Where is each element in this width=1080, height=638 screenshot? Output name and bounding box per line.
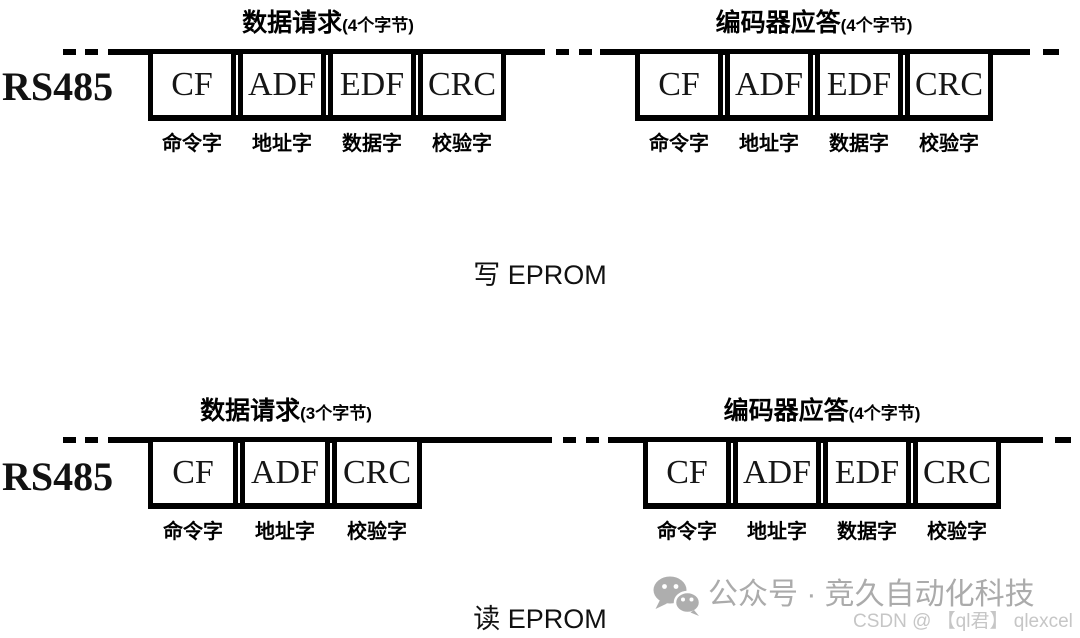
byte-cell-code: EDF bbox=[826, 66, 892, 103]
response-title-bytes: (4个字节) bbox=[848, 404, 921, 423]
response-field-labels: 命令字 地址字 数据字 校验字 bbox=[643, 515, 1001, 544]
request-title-bytes: (4个字节) bbox=[342, 16, 414, 35]
field-label: 命令字 bbox=[163, 521, 223, 543]
field-label: 地址字 bbox=[739, 133, 799, 155]
byte-cell-code: CF bbox=[666, 454, 708, 491]
bus-label: RS485 bbox=[2, 64, 114, 109]
request-field-labels: 命令字 地址字 校验字 bbox=[148, 515, 422, 544]
bottom-rail bbox=[148, 503, 422, 509]
byte-cell-code: ADF bbox=[250, 454, 320, 491]
byte-cell-code: ADF bbox=[734, 66, 804, 103]
response-title-bytes: (4个字节) bbox=[840, 16, 913, 35]
diagram-caption: 读 EPROM bbox=[473, 604, 607, 634]
field-label: 地址字 bbox=[255, 521, 315, 543]
watermark-account-text: 公众号 · 竞久自动化科技 bbox=[708, 578, 1035, 611]
byte-cell-code: EDF bbox=[834, 454, 900, 491]
request-title-text: 数据请求 bbox=[242, 9, 343, 37]
field-label: 校验字 bbox=[927, 521, 987, 543]
byte-cell: ADF bbox=[733, 437, 821, 509]
bus-rail bbox=[108, 437, 552, 443]
byte-cell-code: CRC bbox=[342, 454, 412, 491]
byte-cell: CF bbox=[643, 437, 731, 509]
byte-cell: CRC bbox=[332, 437, 422, 509]
bus-dash bbox=[85, 49, 98, 55]
byte-cell: ADF bbox=[238, 49, 326, 121]
request-byte-cells: CF ADF CRC bbox=[148, 437, 422, 509]
response-field-labels: 命令字 地址字 数据字 校验字 bbox=[635, 127, 993, 156]
byte-cell-code: CRC bbox=[427, 66, 497, 103]
byte-cell: CF bbox=[148, 437, 238, 509]
byte-cell: EDF bbox=[823, 437, 911, 509]
byte-cell: CRC bbox=[913, 437, 1001, 509]
field-label: 地址字 bbox=[252, 133, 312, 155]
bus-dash bbox=[1043, 49, 1059, 55]
field-label: 数据字 bbox=[837, 521, 897, 543]
request-frame-title: 数据请求(3个字节) bbox=[148, 396, 424, 429]
request-byte-cells: CF ADF EDF CRC bbox=[148, 49, 506, 121]
response-title-text: 编码器应答 bbox=[723, 397, 849, 425]
byte-cell: EDF bbox=[815, 49, 903, 121]
response-title-text: 编码器应答 bbox=[715, 9, 841, 37]
bus-dash bbox=[1055, 437, 1071, 443]
request-title-bytes: (3个字节) bbox=[300, 404, 372, 423]
response-frame-title: 编码器应答(4个字节) bbox=[635, 8, 993, 41]
response-frame-title: 编码器应答(4个字节) bbox=[643, 396, 1001, 429]
bottom-rail bbox=[643, 503, 1001, 509]
field-label: 校验字 bbox=[919, 133, 979, 155]
field-label: 地址字 bbox=[747, 521, 807, 543]
field-label: 命令字 bbox=[657, 521, 717, 543]
bottom-rail bbox=[635, 115, 993, 121]
byte-cell-code: CF bbox=[171, 66, 213, 103]
bus-dash bbox=[586, 437, 599, 443]
bus-dash bbox=[63, 49, 76, 55]
bus-dash bbox=[85, 437, 98, 443]
byte-cell-code: CRC bbox=[914, 66, 984, 103]
diagram-caption: 写 EPROM bbox=[473, 260, 607, 290]
request-field-labels: 命令字 地址字 数据字 校验字 bbox=[148, 127, 506, 156]
bus-rail bbox=[108, 49, 545, 55]
bus-label: RS485 bbox=[2, 454, 114, 499]
byte-cell-code: EDF bbox=[339, 66, 405, 103]
response-byte-cells: CF ADF EDF CRC bbox=[635, 49, 993, 121]
field-label: 数据字 bbox=[342, 133, 402, 155]
byte-cell: CRC bbox=[418, 49, 506, 121]
field-label: 校验字 bbox=[347, 521, 407, 543]
byte-cell-code: ADF bbox=[247, 66, 317, 103]
byte-cell-code: CF bbox=[172, 454, 214, 491]
byte-cell-code: ADF bbox=[742, 454, 812, 491]
byte-cell: ADF bbox=[240, 437, 330, 509]
field-label: 命令字 bbox=[162, 133, 222, 155]
response-byte-cells: CF ADF EDF CRC bbox=[643, 437, 1001, 509]
bus-dash bbox=[63, 437, 76, 443]
bottom-rail bbox=[148, 115, 506, 121]
byte-cell-code: CRC bbox=[922, 454, 992, 491]
byte-cell: CRC bbox=[905, 49, 993, 121]
byte-cell: CF bbox=[148, 49, 236, 121]
bus-dash bbox=[579, 49, 592, 55]
request-title-text: 数据请求 bbox=[200, 397, 301, 425]
field-label: 命令字 bbox=[649, 133, 709, 155]
byte-cell: ADF bbox=[725, 49, 813, 121]
field-label: 数据字 bbox=[829, 133, 889, 155]
wechat-icon bbox=[652, 576, 702, 618]
byte-cell: EDF bbox=[328, 49, 416, 121]
field-label: 校验字 bbox=[432, 133, 492, 155]
byte-cell: CF bbox=[635, 49, 723, 121]
watermark-csdn-text: CSDN @ 【ql君】 qlexcel bbox=[853, 611, 1073, 632]
bus-dash bbox=[556, 49, 569, 55]
request-frame-title: 数据请求(4个字节) bbox=[148, 8, 508, 41]
byte-cell-code: CF bbox=[658, 66, 700, 103]
bus-dash bbox=[563, 437, 576, 443]
